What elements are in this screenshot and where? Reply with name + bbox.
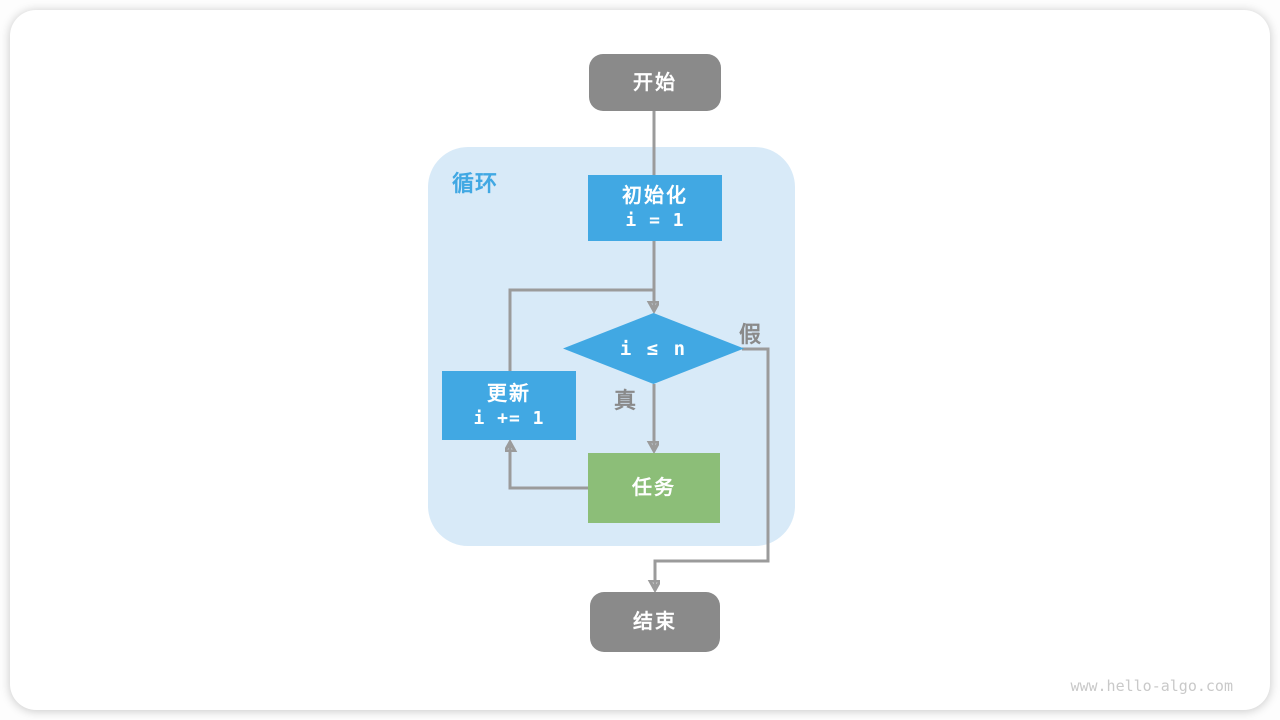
edge-update-loopback (508, 288, 654, 372)
edge-condition-false-to-end (655, 347, 770, 590)
node-update-code: i += 1 (473, 407, 545, 429)
node-start: 开始 (589, 54, 721, 111)
watermark: www.hello-algo.com (1070, 677, 1233, 695)
loop-region-label: 循环 (452, 171, 499, 196)
edge-label-true: 真 (614, 388, 637, 413)
node-update: 更新 i += 1 (442, 371, 576, 440)
node-initialize-code: i = 1 (625, 210, 685, 231)
node-update-title: 更新 (487, 382, 531, 405)
node-task: 任务 (588, 453, 720, 523)
edge-label-false: 假 (739, 322, 762, 347)
node-initialize-title: 初始化 (622, 185, 688, 207)
node-end-label: 结束 (633, 611, 677, 633)
node-task-label: 任务 (632, 477, 676, 499)
node-end: 结束 (590, 592, 720, 652)
node-initialize: 初始化 i = 1 (588, 175, 722, 241)
node-condition-label: i ≤ n (619, 337, 688, 360)
edge-task-to-update (510, 442, 588, 490)
node-start-label: 开始 (633, 71, 677, 94)
